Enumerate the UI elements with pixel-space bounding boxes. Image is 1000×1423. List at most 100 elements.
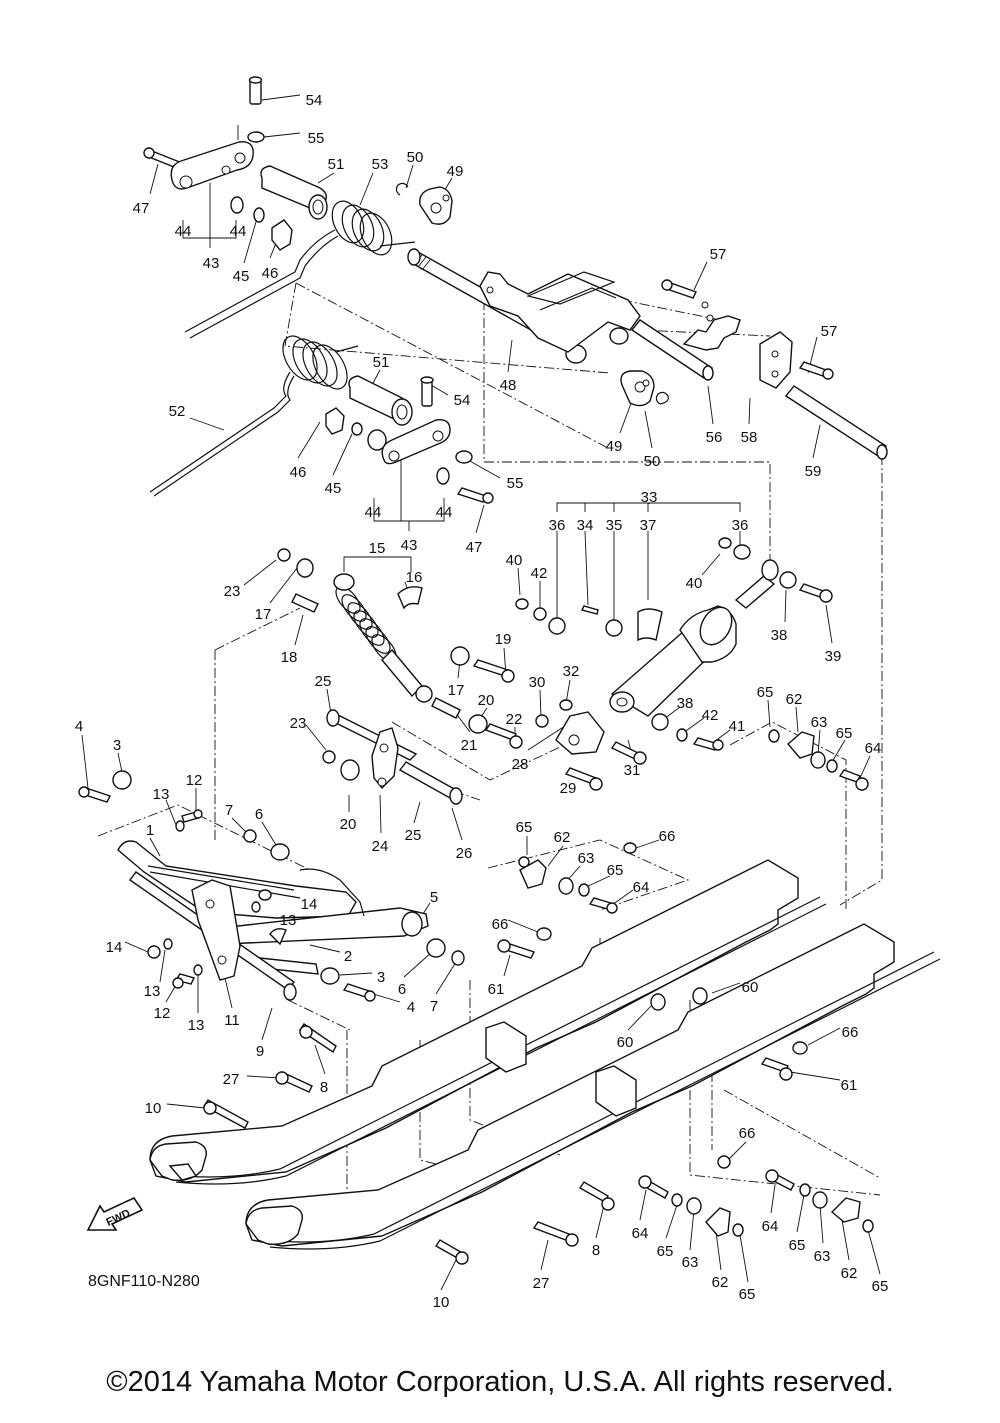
part-label-34: 34 xyxy=(577,517,594,534)
part-label-42: 42 xyxy=(702,707,719,724)
part-label-8: 8 xyxy=(320,1079,328,1096)
leader-lines xyxy=(81,94,881,1291)
lower-spring-assembly xyxy=(149,335,494,504)
part-label-25: 25 xyxy=(315,673,332,690)
part-label-55: 55 xyxy=(308,130,325,147)
fwd-arrow-icon: FWD xyxy=(86,1196,144,1231)
part-label-66: 66 xyxy=(492,916,509,933)
slide-rail-left xyxy=(149,859,827,1185)
part-label-20: 20 xyxy=(340,816,357,833)
part-label-65: 65 xyxy=(607,862,624,879)
part-label-44: 44 xyxy=(175,223,192,240)
part-label-45: 45 xyxy=(233,268,250,285)
part-label-6: 6 xyxy=(255,806,263,823)
part-label-17: 17 xyxy=(255,606,272,623)
part-label-23: 23 xyxy=(290,715,307,732)
part-label-46: 46 xyxy=(290,464,307,481)
part-label-27: 27 xyxy=(533,1275,550,1292)
part-label-62: 62 xyxy=(841,1265,858,1282)
part-label-32: 32 xyxy=(563,663,580,680)
part-label-29: 29 xyxy=(560,780,577,797)
front-shock-assembly xyxy=(277,548,647,805)
part-label-18: 18 xyxy=(281,649,298,666)
part-label-45: 45 xyxy=(325,480,342,497)
part-label-63: 63 xyxy=(682,1254,699,1271)
part-label-10: 10 xyxy=(145,1100,162,1117)
part-label-38: 38 xyxy=(677,695,694,712)
part-label-62: 62 xyxy=(786,691,803,708)
part-label-65: 65 xyxy=(739,1286,756,1303)
part-label-4: 4 xyxy=(407,999,415,1016)
part-label-49: 49 xyxy=(447,163,464,180)
part-label-27: 27 xyxy=(223,1071,240,1088)
part-label-15: 15 xyxy=(369,540,386,557)
part-label-50: 50 xyxy=(644,453,661,470)
part-label-39: 39 xyxy=(825,648,842,665)
part-label-24: 24 xyxy=(372,838,389,855)
part-label-47: 47 xyxy=(466,539,483,556)
assembly-lines xyxy=(97,282,883,1219)
part-label-44: 44 xyxy=(230,223,247,240)
part-label-20: 20 xyxy=(478,692,495,709)
part-label-54: 54 xyxy=(454,392,471,409)
part-label-30: 30 xyxy=(529,674,546,691)
part-label-51: 51 xyxy=(373,354,390,371)
part-label-65: 65 xyxy=(836,725,853,742)
part-label-46: 46 xyxy=(262,265,279,282)
part-label-61: 61 xyxy=(841,1077,858,1094)
part-label-66: 66 xyxy=(842,1024,859,1041)
part-label-33: 33 xyxy=(641,489,658,506)
part-label-60: 60 xyxy=(617,1034,634,1051)
part-label-65: 65 xyxy=(872,1278,889,1295)
part-label-31: 31 xyxy=(624,762,641,779)
part-label-57: 57 xyxy=(821,323,838,340)
part-label-25: 25 xyxy=(405,827,422,844)
part-label-62: 62 xyxy=(554,829,571,846)
part-label-4: 4 xyxy=(75,718,83,735)
part-label-44: 44 xyxy=(365,504,382,521)
part-label-7: 7 xyxy=(430,998,438,1015)
part-label-63: 63 xyxy=(814,1248,831,1265)
part-label-54: 54 xyxy=(306,92,323,109)
part-label-7: 7 xyxy=(225,802,233,819)
part-label-14: 14 xyxy=(301,896,318,913)
part-label-64: 64 xyxy=(632,1225,649,1242)
part-label-60: 60 xyxy=(742,979,759,996)
part-label-63: 63 xyxy=(811,714,828,731)
front-arm-assembly xyxy=(78,770,465,1002)
part-label-14: 14 xyxy=(106,939,123,956)
part-label-58: 58 xyxy=(741,429,758,446)
diagram-code: 8GNF110-N280 xyxy=(88,1273,200,1290)
part-label-3: 3 xyxy=(377,969,385,986)
part-label-41: 41 xyxy=(729,718,746,735)
part-label-36: 36 xyxy=(549,517,566,534)
part-label-50: 50 xyxy=(407,149,424,166)
part-label-65: 65 xyxy=(657,1243,674,1260)
part-label-10: 10 xyxy=(433,1294,450,1311)
part-label-43: 43 xyxy=(203,255,220,272)
part-label-9: 9 xyxy=(256,1043,264,1060)
part-label-21: 21 xyxy=(461,737,478,754)
part-label-53: 53 xyxy=(372,156,389,173)
part-label-66: 66 xyxy=(739,1125,756,1142)
part-label-3: 3 xyxy=(113,737,121,754)
part-label-49: 49 xyxy=(606,438,623,455)
part-label-12: 12 xyxy=(186,772,203,789)
part-label-5: 5 xyxy=(430,889,438,906)
part-label-11: 11 xyxy=(224,1012,240,1029)
part-label-52: 52 xyxy=(169,403,186,420)
cross-shaft-assembly xyxy=(407,248,888,460)
part-label-64: 64 xyxy=(633,879,650,896)
part-label-6: 6 xyxy=(398,981,406,998)
part-label-48: 48 xyxy=(500,377,517,394)
part-label-28: 28 xyxy=(512,756,529,773)
part-label-17: 17 xyxy=(448,682,465,699)
part-label-61: 61 xyxy=(488,981,505,998)
part-label-23: 23 xyxy=(224,583,241,600)
part-label-59: 59 xyxy=(805,463,822,480)
part-label-64: 64 xyxy=(762,1218,779,1235)
part-label-13: 13 xyxy=(144,983,161,1000)
part-label-40: 40 xyxy=(686,575,703,592)
part-label-51: 51 xyxy=(328,156,345,173)
